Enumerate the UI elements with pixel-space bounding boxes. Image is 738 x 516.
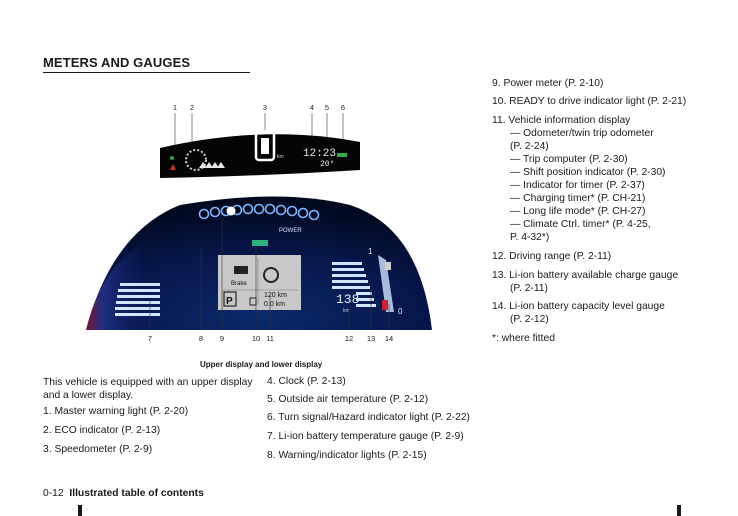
turn-signal-icon [337, 153, 347, 157]
sub-item: — Shift position indicator (P. 2-30) [510, 167, 666, 178]
range-unit: km [343, 308, 350, 314]
callout-11: 11 [266, 334, 274, 343]
callout-2: 2 [189, 103, 195, 112]
list-item-6: 6. Turn signal/Hazard indicator light (P… [267, 412, 470, 423]
list-item-3: 3. Speedometer (P. 2-9) [43, 444, 153, 455]
list-item-2: 2. ECO indicator (P. 2-13) [43, 425, 161, 436]
figure-caption: Upper display and lower display [200, 360, 323, 369]
list-item-11: 11. Vehicle information display [492, 115, 631, 126]
eco-indicator-icon [185, 149, 225, 171]
callout-14: 14 [384, 334, 394, 343]
list-item-12: 12. Driving range (P. 2-11) [492, 251, 612, 262]
brake-label: Brake [231, 281, 247, 287]
list-item-13: 13. Li-ion battery available charge gaug… [492, 270, 679, 281]
section-title: Illustrated table of contents [69, 488, 204, 499]
page-marker-right [677, 505, 681, 516]
power-label: POWER [279, 228, 302, 234]
list-item-1: 1. Master warning light (P. 2-20) [43, 406, 189, 417]
sub-item: — Charging timer* (P. CH-21) [510, 193, 646, 204]
clock-readout: 12:23 [303, 148, 336, 160]
list-item-5: 5. Outside air temperature (P. 2-12) [267, 394, 429, 405]
sub-item: (P. 2-24) [510, 141, 549, 152]
sub-item: — Climate Ctrl. timer* (P. 4-25, [510, 219, 651, 230]
footnote: *: where fitted [492, 333, 555, 344]
callout-9: 9 [219, 334, 225, 343]
list-item-10: 10. READY to drive indicator light (P. 2… [492, 96, 687, 107]
intro-line-1: This vehicle is equipped with an upper d… [43, 377, 253, 388]
callout-5: 5 [324, 103, 330, 112]
page-number: 0-12 [43, 488, 64, 499]
list-item-8: 8. Warning/indicator lights (P. 2-15) [267, 450, 427, 461]
trip-readout: 0.0 km [264, 301, 285, 308]
sub-item: — Long life mode* (P. CH-27) [510, 206, 646, 217]
sub-item: — Odometer/twin trip odometer [510, 128, 654, 139]
page-marker-left [78, 505, 82, 516]
callout-8: 8 [198, 334, 204, 343]
callout-6: 6 [340, 103, 346, 112]
list-item-13-ref: (P. 2-11) [510, 283, 548, 294]
list-item-7: 7. Li-ion battery temperature gauge (P. … [267, 431, 464, 442]
park-label: P [226, 296, 233, 307]
temp-readout: 20° [320, 160, 334, 169]
callout-3: 3 [262, 103, 268, 112]
list-item-4: 4. Clock (P. 2-13) [267, 376, 346, 387]
master-warning-icon [170, 164, 176, 170]
callout-1: 1 [172, 103, 178, 112]
lower-display [86, 196, 432, 330]
gauge-full-label: 1 [368, 247, 373, 256]
intro-line-2: and a lower display. [43, 390, 134, 401]
callout-7: 7 [147, 334, 153, 343]
speed-unit: km [277, 154, 284, 160]
odo-readout: 120 km [264, 292, 287, 299]
callout-12: 12 [344, 334, 354, 343]
page-footer: 0-12 Illustrated table of contents [43, 488, 204, 499]
sub-item: — Trip computer (P. 2-30) [510, 154, 628, 165]
list-item-14-ref: (P. 2-12) [510, 314, 549, 325]
page-title: METERS AND GAUGES [43, 55, 250, 73]
callout-4: 4 [309, 103, 315, 112]
callout-10: 10 [251, 334, 261, 343]
list-item-14: 14. Li-ion battery capacity level gauge [492, 301, 665, 312]
range-readout: 138 [336, 292, 359, 307]
gauge-empty-label: 0 [398, 307, 403, 316]
upper-display [160, 130, 360, 178]
sub-item: P. 4-32*) [510, 232, 550, 243]
list-item-9: 9. Power meter (P. 2-10) [492, 78, 604, 89]
callout-13: 13 [366, 334, 376, 343]
sub-item: — Indicator for timer (P. 2-37) [510, 180, 645, 191]
